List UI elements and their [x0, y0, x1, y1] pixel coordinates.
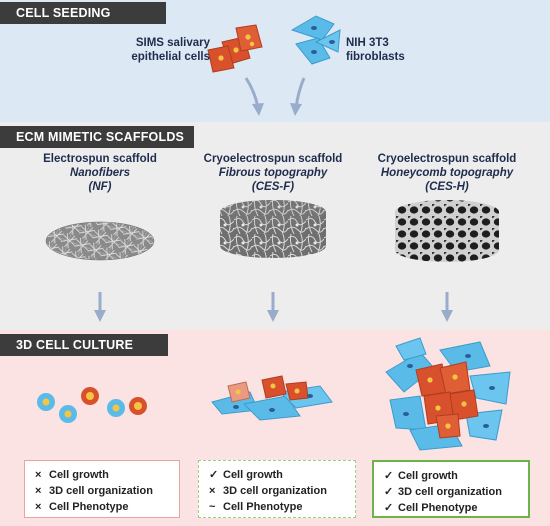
fibroblast-label-line-2: fibroblasts [346, 51, 405, 63]
check-icon: ✓ [209, 469, 219, 481]
outcome-label: Cell growth [398, 470, 458, 482]
epithelial-label-line-2: epithelial cells [131, 51, 210, 63]
cesf-scaffold-cylinder [220, 200, 326, 258]
outcome-box-cesf: ✓ Cell growth × 3D cell organization ~ Cell… [198, 460, 356, 518]
culture-arrows [94, 292, 453, 322]
outcome-label: 3D cell organization [398, 486, 502, 498]
outcome-item: ✓ Cell Phenotype [384, 500, 528, 516]
outcome-box-nf: × Cell growth × 3D cell organization × Cell… [24, 460, 180, 518]
nf-culture-cells [37, 387, 147, 423]
scaffold-cesh-name: Cryoelectrospun scaffold [377, 153, 517, 165]
outcome-label: Cell Phenotype [223, 501, 303, 513]
scaffold-cesh-topography: Honeycomb topography [380, 167, 514, 179]
scaffold-cesf-name: Cryoelectrospun scaffold [203, 153, 343, 165]
check-icon: ✓ [384, 502, 394, 514]
check-icon: ✓ [384, 486, 394, 498]
scaffold-nf-topography: Nanofibers [69, 167, 131, 179]
outcome-item: × 3D cell organization [209, 483, 355, 499]
check-icon: ✓ [384, 470, 394, 482]
scaffold-title-nf: Electrospun scaffold Nanofibers (NF) [15, 152, 185, 194]
cross-icon: × [35, 501, 42, 513]
outcome-item: × Cell Phenotype [35, 499, 179, 515]
arrow-head-left [252, 103, 264, 116]
tilde-icon: ~ [209, 501, 216, 513]
epithelial-label-line-1: SIMS salivary [135, 37, 210, 49]
scaffold-cesh-abbr: (CES-H) [425, 181, 469, 193]
outcome-item: ✓ 3D cell organization [384, 484, 528, 500]
fibroblast-label-line-1: NIH 3T3 [346, 37, 389, 49]
nf-scaffold-disk [45, 221, 155, 261]
scaffold-cesf-abbr: (CES-F) [251, 181, 295, 193]
outcome-label: Cell Phenotype [398, 502, 478, 514]
epithelial-cells-icon [207, 24, 263, 73]
outcome-label: 3D cell organization [49, 485, 153, 497]
outcome-box-cesh: ✓ Cell growth ✓ 3D cell organization ✓ Cell… [372, 460, 530, 518]
outcome-item: ✓ Cell growth [384, 468, 528, 484]
outcome-label: Cell Phenotype [49, 501, 129, 513]
scaffold-cesf-topography: Fibrous topography [218, 167, 328, 179]
fibroblast-cells-icon [290, 15, 341, 65]
outcome-item: ~ Cell Phenotype [209, 499, 355, 515]
outcome-label: Cell growth [223, 469, 283, 481]
section-header-cell-seeding: CELL SEEDING [0, 2, 166, 24]
scaffold-title-cesf: Cryoelectrospun scaffold Fibrous topogra… [188, 152, 358, 194]
fibroblast-cells-label: NIH 3T3 fibroblasts [346, 36, 436, 64]
arrow-head-right [290, 103, 302, 116]
outcome-label: Cell growth [49, 469, 109, 481]
outcome-item: × 3D cell organization [35, 483, 179, 499]
scaffold-nf-abbr: (NF) [88, 181, 112, 193]
section-header-scaffolds: ECM MIMETIC SCAFFOLDS [0, 126, 194, 148]
outcome-item: × Cell growth [35, 467, 179, 483]
section-header-culture: 3D CELL CULTURE [0, 334, 168, 356]
cross-icon: × [35, 469, 42, 481]
cesh-culture-cells [385, 337, 511, 451]
outcome-label: 3D cell organization [223, 485, 327, 497]
epithelial-cells-label: SIMS salivary epithelial cells [110, 36, 210, 64]
scaffold-nf-name: Electrospun scaffold [43, 153, 157, 165]
cesh-scaffold-cylinder [395, 200, 499, 262]
cesf-culture-cells [211, 375, 333, 421]
cross-icon: × [35, 485, 42, 497]
cross-icon: × [209, 485, 216, 497]
outcome-item: ✓ Cell growth [209, 467, 355, 483]
scaffold-title-cesh: Cryoelectrospun scaffold Honeycomb topog… [362, 152, 532, 194]
